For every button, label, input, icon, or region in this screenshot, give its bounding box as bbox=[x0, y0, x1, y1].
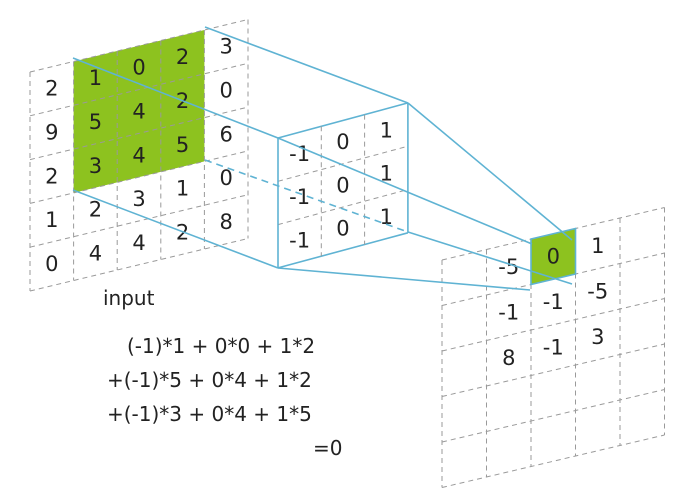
input-cell: 6 bbox=[220, 122, 233, 146]
grid-row-line bbox=[29, 150, 249, 204]
kernel-row-line bbox=[277, 232, 409, 269]
input-cell: 0 bbox=[132, 56, 145, 80]
input-cell: 1 bbox=[89, 66, 102, 90]
input-cell: 3 bbox=[89, 154, 102, 178]
grid-row-line bbox=[29, 106, 249, 161]
kernel-row-line bbox=[277, 189, 409, 226]
input-cell: 0 bbox=[220, 166, 233, 190]
output-cell: 3 bbox=[591, 325, 604, 349]
input-cell: 4 bbox=[132, 99, 145, 123]
kernel-cell: 1 bbox=[380, 162, 393, 186]
input-cell: 3 bbox=[220, 35, 233, 59]
grid-row-line bbox=[29, 238, 249, 292]
input-cell: 4 bbox=[132, 143, 145, 167]
kernel-cell: -1 bbox=[289, 228, 310, 252]
input-cell: 1 bbox=[176, 177, 189, 201]
output-cell: 8 bbox=[502, 346, 515, 370]
kernel-cell: 1 bbox=[380, 118, 393, 142]
input-cell: 2 bbox=[89, 198, 102, 222]
input-cell: 3 bbox=[132, 187, 145, 211]
input-cell: 4 bbox=[89, 241, 102, 265]
formula-line-3: +(-1)*3 + 0*4 + 1*5 bbox=[107, 402, 312, 426]
grid-row-line bbox=[29, 194, 249, 248]
output-cell: -5 bbox=[587, 280, 608, 304]
grid-row-line bbox=[441, 389, 665, 443]
output-cell-border bbox=[530, 227, 577, 286]
input-cell: 8 bbox=[220, 210, 233, 234]
output-cell: -5 bbox=[498, 255, 519, 279]
projection-kernel-to-output-4 bbox=[407, 231, 573, 285]
projection-bottom-left bbox=[72, 189, 279, 269]
projection-top-right bbox=[204, 26, 409, 104]
output-cell: -1 bbox=[498, 301, 519, 325]
grid-row-line bbox=[441, 252, 665, 306]
input-cell: 5 bbox=[89, 110, 102, 134]
kernel-cell: 0 bbox=[336, 130, 349, 154]
formula-result: =0 bbox=[313, 436, 342, 460]
input-cell: 2 bbox=[176, 45, 189, 69]
kernel-cell: 1 bbox=[380, 205, 393, 229]
grid-row-line bbox=[29, 19, 249, 73]
projection-kernel-to-output-1 bbox=[277, 137, 533, 245]
output-cell: 1 bbox=[591, 234, 604, 258]
input-cell: 9 bbox=[45, 120, 58, 144]
output-cell-highlight bbox=[531, 228, 576, 285]
output-grid: -5 0 1 -1 -1 -5 8 -1 3 bbox=[441, 207, 665, 488]
input-cell: 1 bbox=[45, 208, 58, 232]
kernel-cell: -1 bbox=[289, 142, 310, 166]
input-cell: 2 bbox=[45, 164, 58, 188]
kernel-cell: 0 bbox=[336, 173, 349, 197]
input-cell: 5 bbox=[176, 133, 189, 157]
input-cell: 0 bbox=[45, 252, 58, 276]
output-cell: -1 bbox=[543, 336, 564, 360]
projection-kernel-to-output-2 bbox=[407, 102, 573, 241]
grid-row-line bbox=[441, 434, 665, 488]
projection-top-left bbox=[72, 57, 279, 139]
input-cell: 0 bbox=[220, 78, 233, 102]
grid-row-line bbox=[441, 298, 665, 352]
grid-row-line bbox=[441, 207, 665, 261]
output-cell: 0 bbox=[547, 245, 560, 269]
kernel-grid: -1 0 1 -1 0 1 -1 0 1 bbox=[277, 102, 409, 269]
kernel-row-line bbox=[277, 145, 409, 182]
input-label: input bbox=[103, 286, 155, 310]
formula-line-1: (-1)*1 + 0*0 + 1*2 bbox=[127, 334, 315, 358]
kernel-cell: 0 bbox=[336, 217, 349, 241]
grid-row-line bbox=[29, 62, 249, 117]
projection-kernel-to-output-3 bbox=[277, 267, 531, 291]
input-cell: 2 bbox=[45, 77, 58, 101]
formula-line-2: +(-1)*5 + 0*4 + 1*2 bbox=[107, 368, 312, 392]
kernel-row-line bbox=[277, 102, 409, 139]
output-cell: -1 bbox=[543, 290, 564, 314]
kernel-cell: -1 bbox=[289, 185, 310, 209]
input-cell: 4 bbox=[132, 231, 145, 255]
grid-row-line bbox=[441, 343, 665, 397]
projection-lines bbox=[72, 26, 573, 291]
